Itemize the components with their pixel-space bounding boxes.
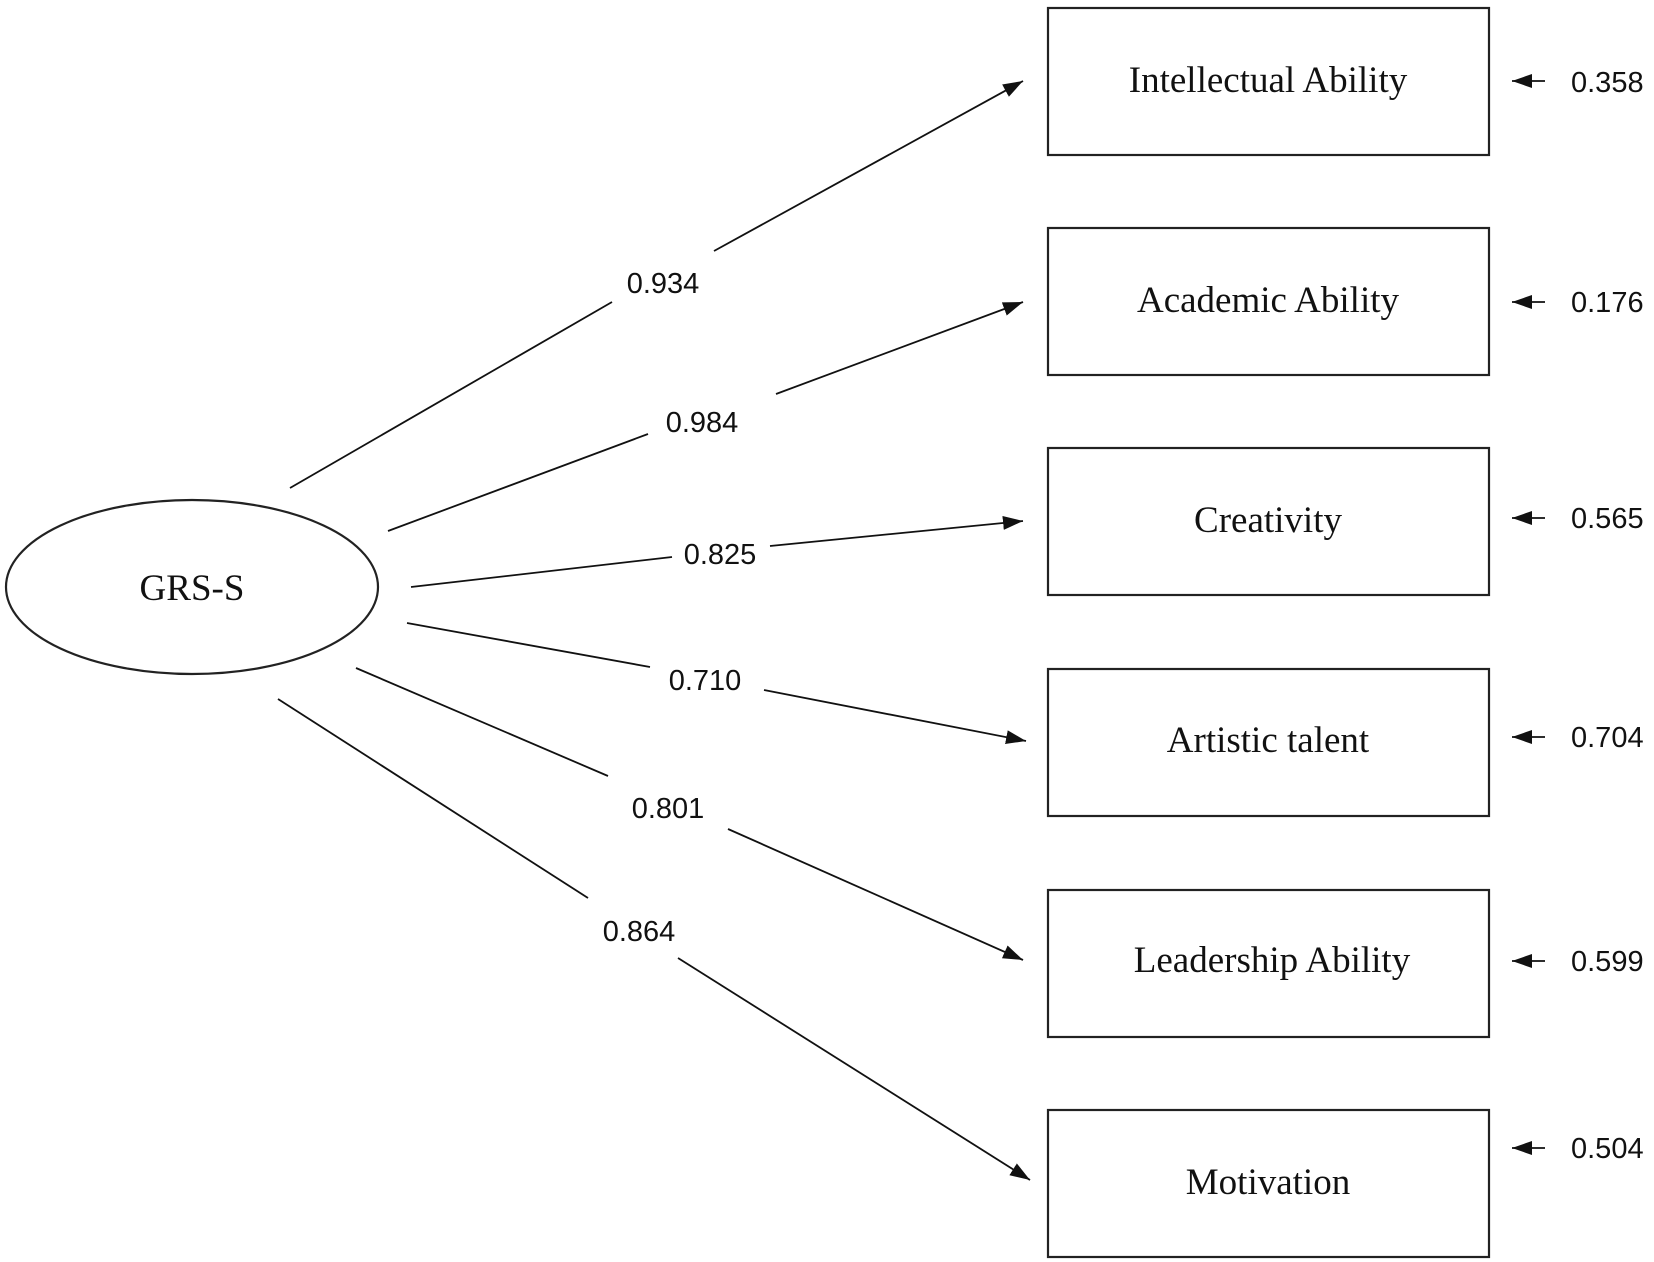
loading-path-creativity-arrow (769, 516, 1024, 547)
loading-path-motivation-arrow (677, 957, 1031, 1181)
indicator-label: Motivation (1186, 1162, 1350, 1203)
latent-label: GRS-S (140, 568, 245, 609)
error-arrows (1512, 74, 1545, 1155)
loading-labels: 0.934 0.984 0.825 0.710 0.801 0.864 (603, 268, 757, 948)
indicator-label: Intellectual Ability (1129, 60, 1408, 101)
indicator-box (1046, 888, 1491, 1039)
latent-node: GRS-S (4, 498, 380, 676)
indicator-leadership-ability: Leadership Ability (1046, 888, 1491, 1039)
error-label: 0.704 (1571, 722, 1644, 754)
indicator-intellectual-ability: Intellectual Ability (1046, 6, 1491, 157)
loading-label: 0.934 (627, 268, 700, 300)
error-label: 0.599 (1571, 946, 1644, 978)
indicator-label: Artistic talent (1167, 720, 1370, 761)
indicator-box (1046, 446, 1491, 597)
error-label: 0.565 (1571, 503, 1644, 535)
indicator-box (1046, 1108, 1491, 1259)
latent-ellipse (4, 498, 380, 676)
error-label: 0.176 (1571, 287, 1644, 319)
loading-path-leadership-ability-arrow (727, 828, 1024, 961)
loading-label: 0.864 (603, 916, 676, 948)
loading-path-creativity (410, 556, 673, 588)
loading-path-intellectual-ability-arrow (713, 80, 1024, 252)
loading-path-academic-ability-arrow (775, 301, 1024, 395)
loading-label: 0.825 (684, 539, 757, 571)
indicator-motivation: Motivation (1046, 1108, 1491, 1259)
loading-paths (277, 80, 1031, 1181)
loading-label: 0.984 (666, 407, 739, 439)
indicator-creativity: Creativity (1046, 446, 1491, 597)
loading-path-motivation (277, 698, 589, 899)
loading-label: 0.801 (632, 793, 705, 825)
loading-path-intellectual-ability (289, 301, 613, 489)
loading-path-academic-ability (387, 433, 649, 532)
loading-label: 0.710 (669, 665, 742, 697)
indicator-box (1046, 226, 1491, 377)
indicator-academic-ability: Academic Ability (1046, 226, 1491, 377)
indicator-box (1046, 6, 1491, 157)
loading-path-artistic-talent-arrow (763, 689, 1027, 745)
indicator-label: Creativity (1194, 500, 1342, 541)
indicator-label: Academic Ability (1137, 280, 1400, 321)
loading-path-artistic-talent (406, 622, 651, 668)
error-label: 0.358 (1571, 67, 1644, 99)
indicator-label: Leadership Ability (1134, 940, 1411, 981)
indicator-artistic-talent: Artistic talent (1046, 667, 1491, 818)
indicator-box (1046, 667, 1491, 818)
loading-path-leadership-ability (355, 667, 609, 777)
error-label: 0.504 (1571, 1133, 1644, 1165)
error-labels: 0.358 0.176 0.565 0.704 0.599 0.504 (1571, 67, 1644, 1165)
indicator-nodes: Intellectual Ability Academic Ability Cr… (1046, 6, 1491, 1259)
